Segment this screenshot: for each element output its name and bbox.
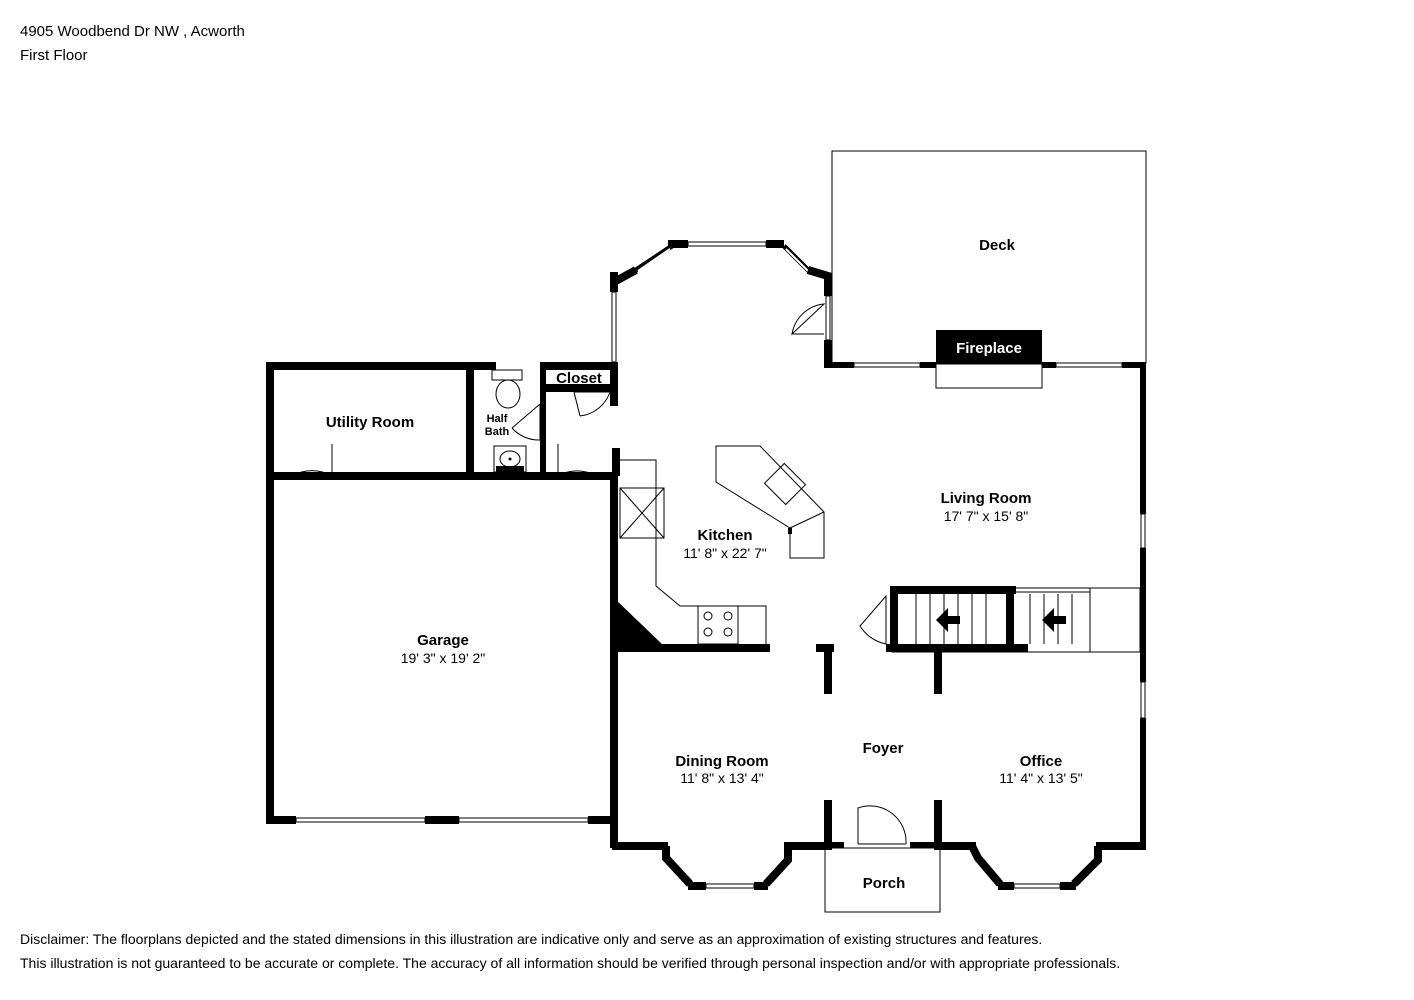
stair-arrow-icon — [936, 608, 960, 632]
office-bay — [968, 844, 1102, 890]
dining-room-dims: 11' 8" x 13' 4" — [680, 770, 764, 786]
living-room-label: Living Room — [941, 490, 1032, 507]
fireplace-hearth — [935, 363, 1043, 389]
floor-label: First Floor — [20, 47, 88, 64]
dining-bay — [662, 846, 792, 890]
stair-arrow-icon — [1042, 608, 1066, 632]
half-bath-fixtures — [491, 369, 527, 476]
closet-label: Closet — [556, 370, 602, 387]
half-bath-label-1: Half — [487, 413, 508, 425]
foyer-label: Foyer — [863, 740, 904, 757]
porch-label: Porch — [863, 875, 906, 892]
garage-dims: 19' 3" x 19' 2" — [401, 650, 486, 666]
living-windows — [853, 362, 1146, 719]
dining-room-label: Dining Room — [675, 753, 768, 770]
garage-walls — [266, 362, 618, 848]
kitchen-counters — [614, 445, 825, 646]
utility-room-label: Utility Room — [326, 414, 414, 431]
kitchen-dims: 11' 8" x 22' 7" — [683, 545, 767, 561]
deck-label: Deck — [979, 237, 1016, 254]
disclaimer-line-1: Disclaimer: The floorplans depicted and … — [20, 931, 1043, 947]
fireplace-label: Fireplace — [956, 340, 1022, 357]
house-walls — [610, 272, 1146, 850]
garage-windows — [295, 817, 589, 823]
living-room-dims: 17' 7" x 15' 8" — [944, 508, 1029, 524]
garage-label: Garage — [417, 632, 469, 649]
property-address: 4905 Woodbend Dr NW , Acworth — [20, 23, 245, 40]
kitchen-bay — [610, 240, 832, 363]
office-dims: 11' 4" x 13' 5" — [999, 770, 1083, 786]
porch-outline — [824, 847, 941, 913]
stairs — [890, 586, 1141, 653]
half-bath-label-2: Bath — [485, 426, 510, 438]
kitchen-label: Kitchen — [697, 527, 752, 544]
door-swings — [291, 303, 907, 845]
disclaimer-line-2: This illustration is not guaranteed to b… — [20, 955, 1121, 971]
office-label: Office — [1020, 753, 1063, 770]
fireplace-box — [936, 330, 1042, 364]
